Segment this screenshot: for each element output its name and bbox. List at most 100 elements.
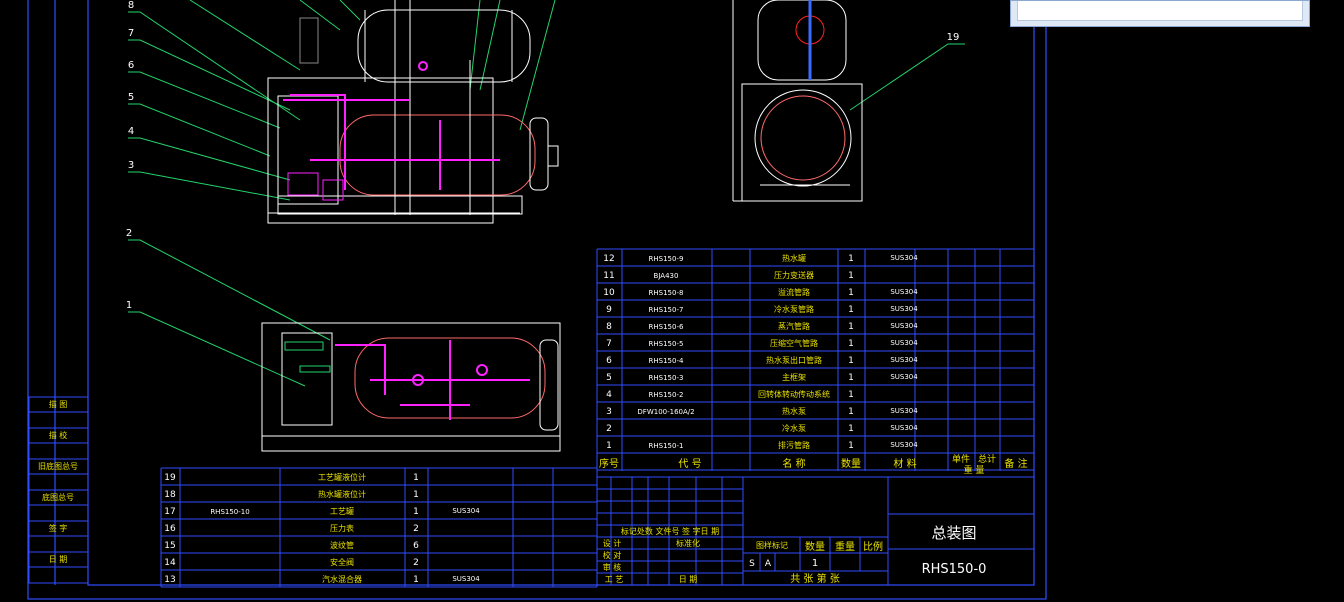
bom-mat: SUS304 — [452, 507, 480, 515]
tb-proof: 校 对 — [603, 550, 622, 560]
bom-name: 冷水泵管路 — [774, 304, 814, 314]
stamp-label: 描 校 — [49, 430, 68, 440]
bom-qty: 1 — [848, 407, 854, 417]
bom-mat: SUS304 — [890, 305, 918, 313]
bom-qty: 1 — [413, 473, 419, 483]
bom-qty: 1 — [848, 288, 854, 298]
tb-qty-value: 1 — [812, 558, 818, 569]
bom-code: RHS150-8 — [649, 289, 684, 297]
tb-sheets: 共 张 第 张 — [790, 572, 840, 585]
tb-marks: 标记处数 文件号 签 字日 期 — [621, 526, 719, 536]
bom-no: 12 — [603, 254, 614, 264]
bom-no: 16 — [164, 524, 176, 534]
bom-header-weight: 重 量 — [964, 464, 985, 476]
bom-name: 压力变送器 — [774, 270, 814, 280]
bom-no: 8 — [606, 322, 612, 332]
bom-code: RHS150-5 — [649, 340, 684, 348]
balloon-number: 6 — [128, 60, 134, 71]
tb-review: 审 核 — [603, 562, 622, 572]
bom-name: 热水泵出口管路 — [766, 355, 822, 365]
bom-no: 1 — [606, 441, 612, 451]
tb-date: 日 期 — [679, 575, 698, 584]
bom-mat: SUS304 — [890, 339, 918, 347]
title-block: 标记处数 文件号 签 字日 期设 计标准化校 对审 核工 艺日 期图样标记数量重… — [596, 476, 1035, 586]
bom-qty: 1 — [848, 356, 854, 366]
tb-stage-s: S — [749, 559, 755, 569]
tb-process: 工 艺 — [605, 575, 624, 584]
bom-no: 19 — [164, 473, 176, 483]
bom-no: 14 — [164, 558, 176, 568]
tb-design: 设 计 — [603, 538, 622, 548]
tb-scale-label: 比例 — [863, 540, 883, 553]
balloon-number: 2 — [126, 228, 132, 239]
bom-no: 13 — [164, 575, 175, 585]
stamp-label: 旧底图总号 — [38, 461, 78, 471]
bom-no: 4 — [606, 390, 612, 400]
bom-name: 热水罐 — [782, 253, 806, 263]
bom-no: 7 — [606, 339, 612, 349]
bom-name: 热水泵 — [782, 406, 806, 416]
bom-name: 回转体转动传动系统 — [758, 389, 830, 399]
floating-panel[interactable] — [1010, 0, 1310, 27]
bom-mat: SUS304 — [890, 288, 918, 296]
floating-panel-body — [1017, 1, 1303, 21]
leader-lines — [128, 0, 965, 387]
bom-qty: 1 — [413, 575, 419, 585]
stamp-label: 描 图 — [49, 399, 68, 409]
bom-header-note: 备 注 — [1004, 457, 1027, 470]
stamp-label: 日 期 — [49, 555, 68, 564]
bom-code: RHS150-9 — [649, 255, 684, 263]
bom-mat: SUS304 — [452, 575, 480, 583]
bom-no: 11 — [603, 271, 614, 281]
balloon-number: 8 — [128, 0, 134, 11]
balloon-number: 5 — [128, 92, 134, 103]
bom-code: DFW100-160A/2 — [637, 408, 694, 416]
tb-drawing-name: 总装图 — [931, 524, 976, 542]
bom-code: RHS150-7 — [649, 306, 684, 314]
bom-no: 15 — [164, 541, 175, 551]
tb-qty-label: 数量 — [805, 540, 825, 553]
balloon-number: 1 — [126, 300, 132, 311]
bom-code: RHS150-3 — [649, 374, 684, 382]
bom-header-name: 名 称 — [782, 457, 805, 470]
bom-name: 排污管路 — [778, 440, 810, 450]
bom-no: 2 — [606, 424, 612, 434]
tb-weight-label: 重量 — [835, 540, 855, 553]
front-view-piping — [283, 61, 500, 190]
bom-qty: 2 — [413, 558, 419, 568]
bom-name: 汽水混合器 — [322, 574, 362, 584]
bom-qty: 2 — [413, 524, 419, 534]
bom-qty: 1 — [848, 373, 854, 383]
bom-name: 工艺罐液位计 — [318, 472, 366, 482]
bom-mat: SUS304 — [890, 424, 918, 432]
bom-header-unit: 单件 — [952, 453, 970, 465]
bom-header-no: 序号 — [599, 457, 619, 470]
bom-qty: 1 — [848, 390, 854, 400]
front-elevation-view — [267, 0, 559, 224]
stamp-label: 底图总号 — [42, 492, 74, 502]
bom-header-qty: 数量 — [841, 457, 861, 470]
tb-std: 标准化 — [676, 538, 700, 548]
bom-name: 压力表 — [330, 523, 354, 533]
bom-qty: 1 — [848, 424, 854, 434]
bom-code: BJA430 — [654, 272, 679, 280]
bom-mat: SUS304 — [890, 373, 918, 381]
bom-mat: SUS304 — [890, 407, 918, 415]
bom-qty: 1 — [848, 254, 854, 264]
tb-drawing-code: RHS150-0 — [922, 562, 987, 577]
bom-no: 9 — [606, 305, 612, 315]
bom-name: 热水罐液位计 — [318, 489, 366, 499]
bom-qty: 1 — [848, 339, 854, 349]
bom-qty: 1 — [848, 322, 854, 332]
bom-header-total: 总计 — [978, 453, 996, 465]
bom-mat: SUS304 — [890, 322, 918, 330]
bom-name: 蒸汽管路 — [778, 321, 810, 331]
bom-qty: 1 — [413, 490, 419, 500]
balloon-number: 7 — [128, 28, 134, 39]
bom-no: 3 — [606, 407, 612, 417]
balloon-number: 3 — [128, 160, 134, 171]
